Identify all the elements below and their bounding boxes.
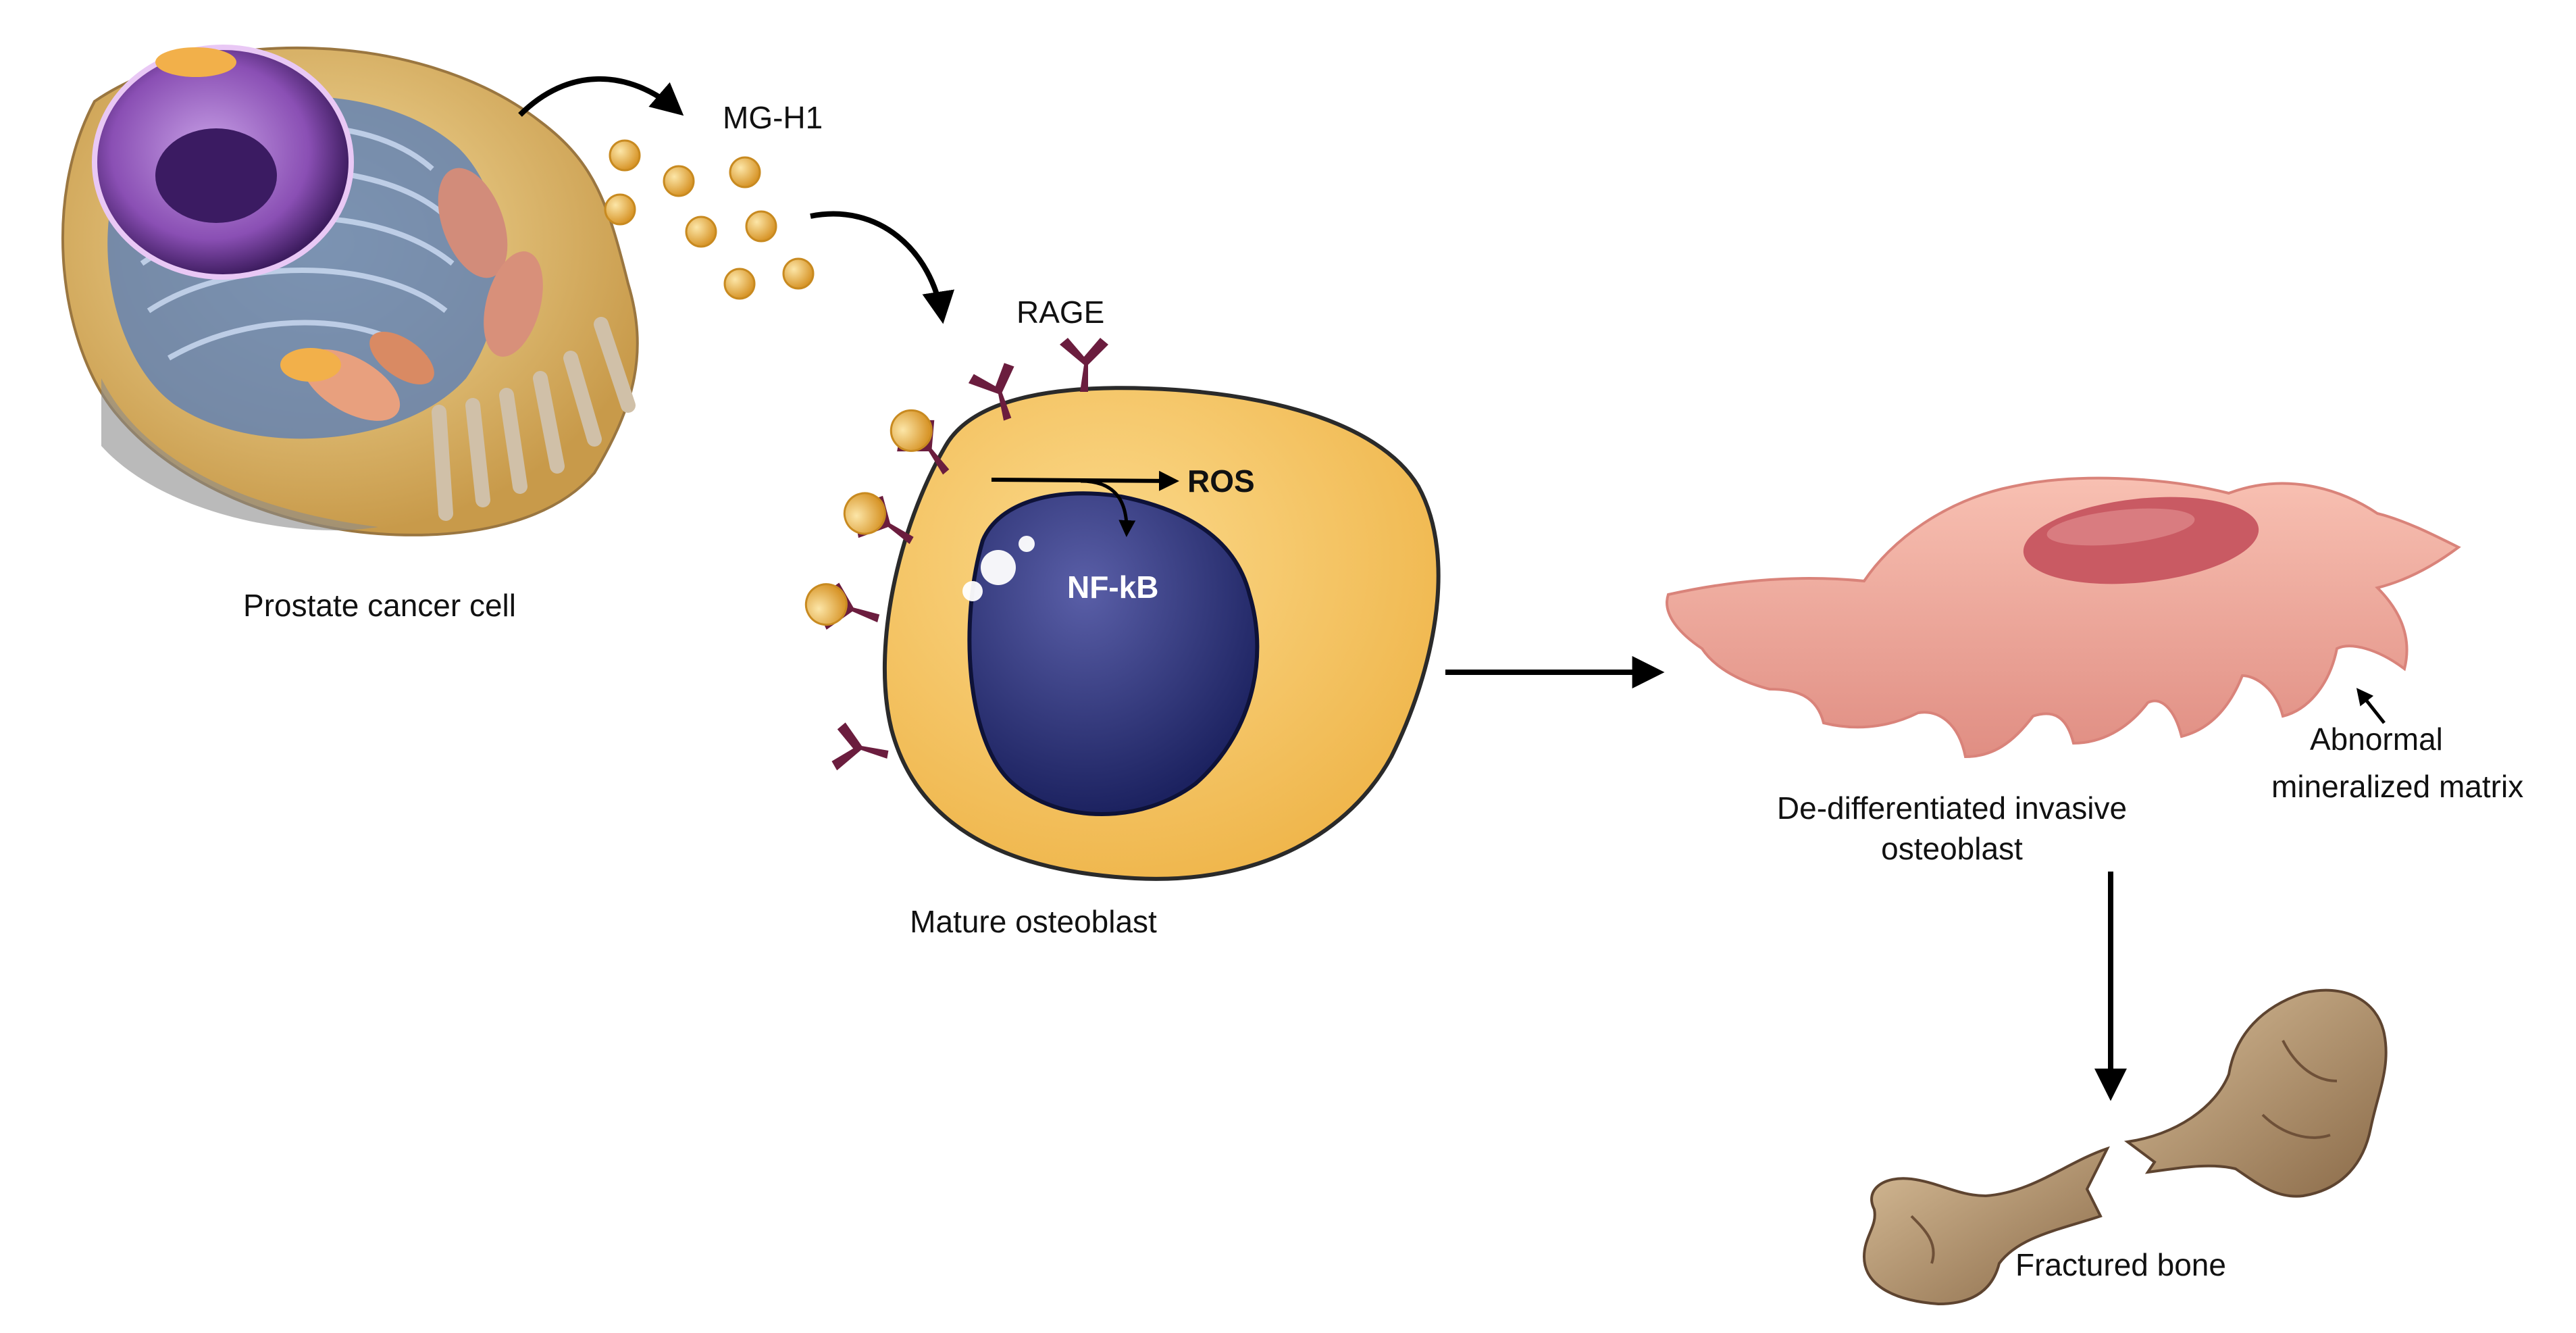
rage-receptor-bound	[843, 492, 914, 545]
abnormal-label-line2: mineralized matrix	[2271, 769, 2523, 804]
fractured-bone-label: Fractured bone	[2015, 1247, 2226, 1282]
fractured-bone-illustration	[1862, 988, 2388, 1306]
prostate-cell-label: Prostate cancer cell	[243, 588, 516, 623]
binding-arrow	[810, 211, 955, 324]
matrix-pointer-arrow	[2356, 688, 2386, 724]
secretion-arrow	[518, 76, 684, 117]
rage-receptor	[1060, 338, 1108, 392]
mgh1-particles	[604, 139, 815, 300]
rage-label: RAGE	[1016, 295, 1104, 330]
rage-receptor	[968, 363, 1014, 421]
nfkb-label: NF-kB	[1067, 570, 1158, 605]
invasive-osteoblast-label-line1: De-differentiated invasive	[1777, 790, 2127, 826]
rage-receptor	[831, 722, 889, 771]
prostate-cancer-cell-illustration	[61, 45, 639, 536]
rage-receptor-bound	[890, 409, 950, 475]
nfkb-arrow	[1080, 479, 1136, 537]
invasive-osteoblast-label-line2: osteoblast	[1881, 831, 2023, 866]
mature-osteoblast-label: Mature osteoblast	[910, 904, 1157, 939]
rage-receptor-bound	[804, 582, 880, 630]
abnormal-label-line1: Abnormal	[2310, 722, 2443, 757]
invasive-osteoblast-illustration	[1666, 476, 2461, 759]
mature-osteoblast-illustration	[882, 386, 1441, 881]
mgh1-label: MG-H1	[723, 100, 823, 135]
ros-label: ROS	[1187, 463, 1255, 499]
rage-receptors	[804, 338, 1108, 771]
